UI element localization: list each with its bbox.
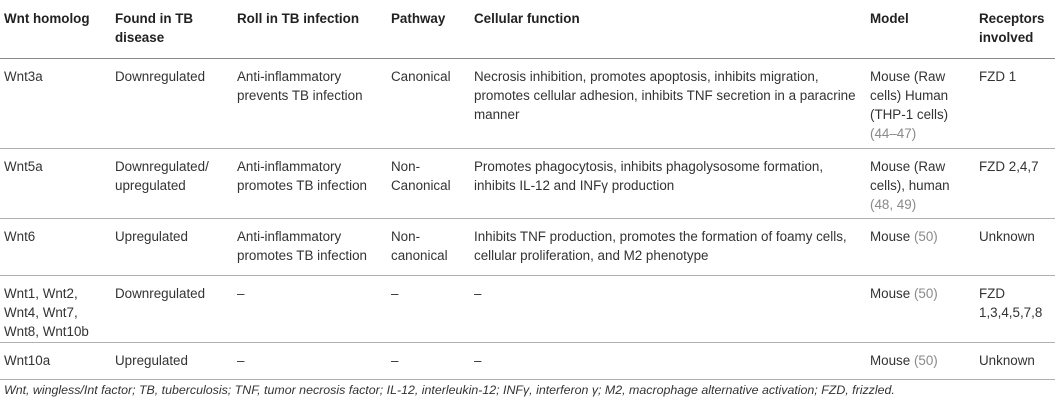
cell-function: Promotes phagocytosis, inhibits phagolys… — [474, 158, 824, 193]
cell-role: – — [237, 285, 245, 301]
cell-role: – — [237, 352, 245, 368]
cell-found: Downregulated — [115, 68, 206, 84]
cell-pathway: – — [391, 285, 399, 301]
table-row: Wnt10a Upregulated – – – Mouse (50) Unkn… — [0, 342, 1055, 379]
table-row: Wnt5a Downregulated/ upregulated Anti-in… — [0, 148, 1055, 218]
cell-function: Inhibits TNF production, promotes the fo… — [474, 228, 847, 263]
table-row: Wnt6 Upregulated Anti-inflammatory promo… — [0, 218, 1055, 275]
cell-receptors: FZD 1,3,4,5,7,8 — [979, 285, 1043, 320]
cell-pathway: – — [391, 352, 399, 368]
cell-model: Mouse (50) — [866, 275, 975, 342]
cell-function: – — [474, 352, 482, 368]
cell-role: Anti-inflammatory promotes TB infection — [237, 158, 368, 193]
reference-link[interactable]: (50) — [913, 228, 938, 244]
cell-receptors: FZD 1 — [979, 68, 1017, 84]
cell-receptors: FZD 2,4,7 — [979, 158, 1039, 174]
cell-model: Mouse (50) — [866, 218, 975, 275]
cell-model: Mouse (50) — [866, 342, 975, 379]
cell-function: – — [474, 285, 482, 301]
model-text: Mouse — [870, 228, 911, 244]
table-row: Wnt3a Downregulated Anti-inflammatory pr… — [0, 58, 1055, 148]
wnt-homolog-table: Wnt homolog Found in TB disease Roll in … — [0, 0, 1055, 379]
cell-pathway: Non-canonical — [391, 228, 448, 263]
model-text: Mouse — [870, 285, 911, 301]
cell-homolog: Wnt10a — [4, 352, 51, 368]
model-text: Mouse (Raw cells), human — [870, 158, 950, 193]
cell-found: Downregulated/ upregulated — [115, 158, 209, 193]
cell-function: Necrosis inhibition, promotes apoptosis,… — [474, 68, 856, 122]
cell-homolog: Wnt6 — [4, 228, 36, 244]
reference-link[interactable]: (50) — [913, 352, 938, 368]
reference-link[interactable]: (48, 49) — [870, 196, 917, 212]
header-cellular-function: Cellular function — [474, 11, 580, 26]
cell-homolog: Wnt3a — [4, 68, 43, 84]
cell-role: Anti-inflammatory promotes TB infection — [237, 228, 368, 263]
header-row: Wnt homolog Found in TB disease Roll in … — [0, 0, 1055, 58]
cell-found: Downregulated — [115, 285, 206, 301]
table-row: Wnt1, Wnt2, Wnt4, Wnt7, Wnt8, Wnt10b Dow… — [0, 275, 1055, 342]
cell-homolog: Wnt1, Wnt2, Wnt4, Wnt7, Wnt8, Wnt10b — [4, 285, 89, 339]
cell-role: Anti-inflammatory prevents TB infection — [237, 68, 363, 103]
header-receptors: Receptors involved — [979, 11, 1045, 45]
header-pathway: Pathway — [391, 11, 446, 26]
cell-model: Mouse (Raw cells) Human (THP-1 cells) (4… — [866, 58, 975, 148]
reference-link[interactable]: (50) — [913, 285, 938, 301]
cell-pathway: Canonical — [391, 68, 451, 84]
cell-receptors: Unknown — [979, 352, 1035, 368]
model-text: Mouse — [870, 352, 911, 368]
model-text: Mouse (Raw cells) Human (THP-1 cells) — [870, 68, 949, 122]
header-model: Model — [870, 11, 909, 26]
header-wnt-homolog: Wnt homolog — [4, 11, 90, 26]
table-footnote: Wnt, wingless/Int factor; TB, tuberculos… — [4, 383, 895, 397]
cell-model: Mouse (Raw cells), human (48, 49) — [866, 148, 975, 218]
header-found-in-tb: Found in TB disease — [115, 11, 194, 45]
cell-pathway: Non-Canonical — [391, 158, 451, 193]
cell-receptors: Unknown — [979, 228, 1035, 244]
cell-homolog: Wnt5a — [4, 158, 43, 174]
cell-found: Upregulated — [115, 352, 188, 368]
cell-found: Upregulated — [115, 228, 188, 244]
reference-link[interactable]: (44–47) — [870, 125, 917, 141]
header-roll-in-tb: Roll in TB infection — [237, 11, 359, 26]
